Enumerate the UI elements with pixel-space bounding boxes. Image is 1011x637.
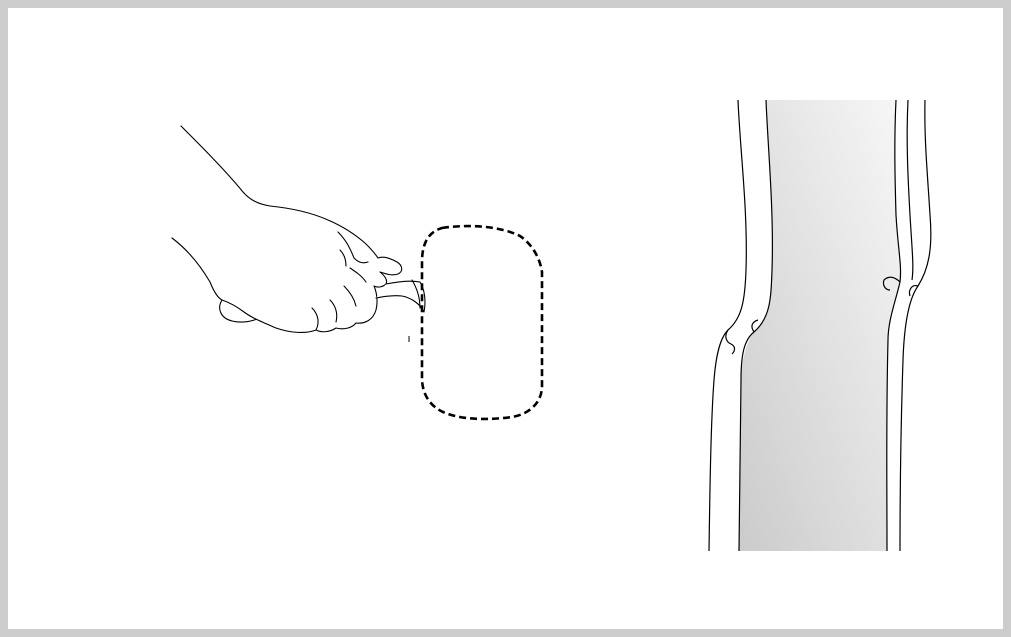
pipe-section-icon — [709, 100, 931, 551]
pipe-outer-right-wall — [900, 100, 931, 551]
hand-with-knife-icon — [172, 126, 425, 332]
forearm-upper-line — [181, 126, 270, 206]
pipe-right-layer-line — [907, 100, 913, 280]
hand-back — [222, 206, 402, 332]
pipe-left-joint-outer — [726, 330, 735, 354]
dashed-cut-outline — [422, 226, 542, 419]
pipe-core — [739, 100, 901, 551]
forearm-lower-line — [172, 238, 222, 300]
